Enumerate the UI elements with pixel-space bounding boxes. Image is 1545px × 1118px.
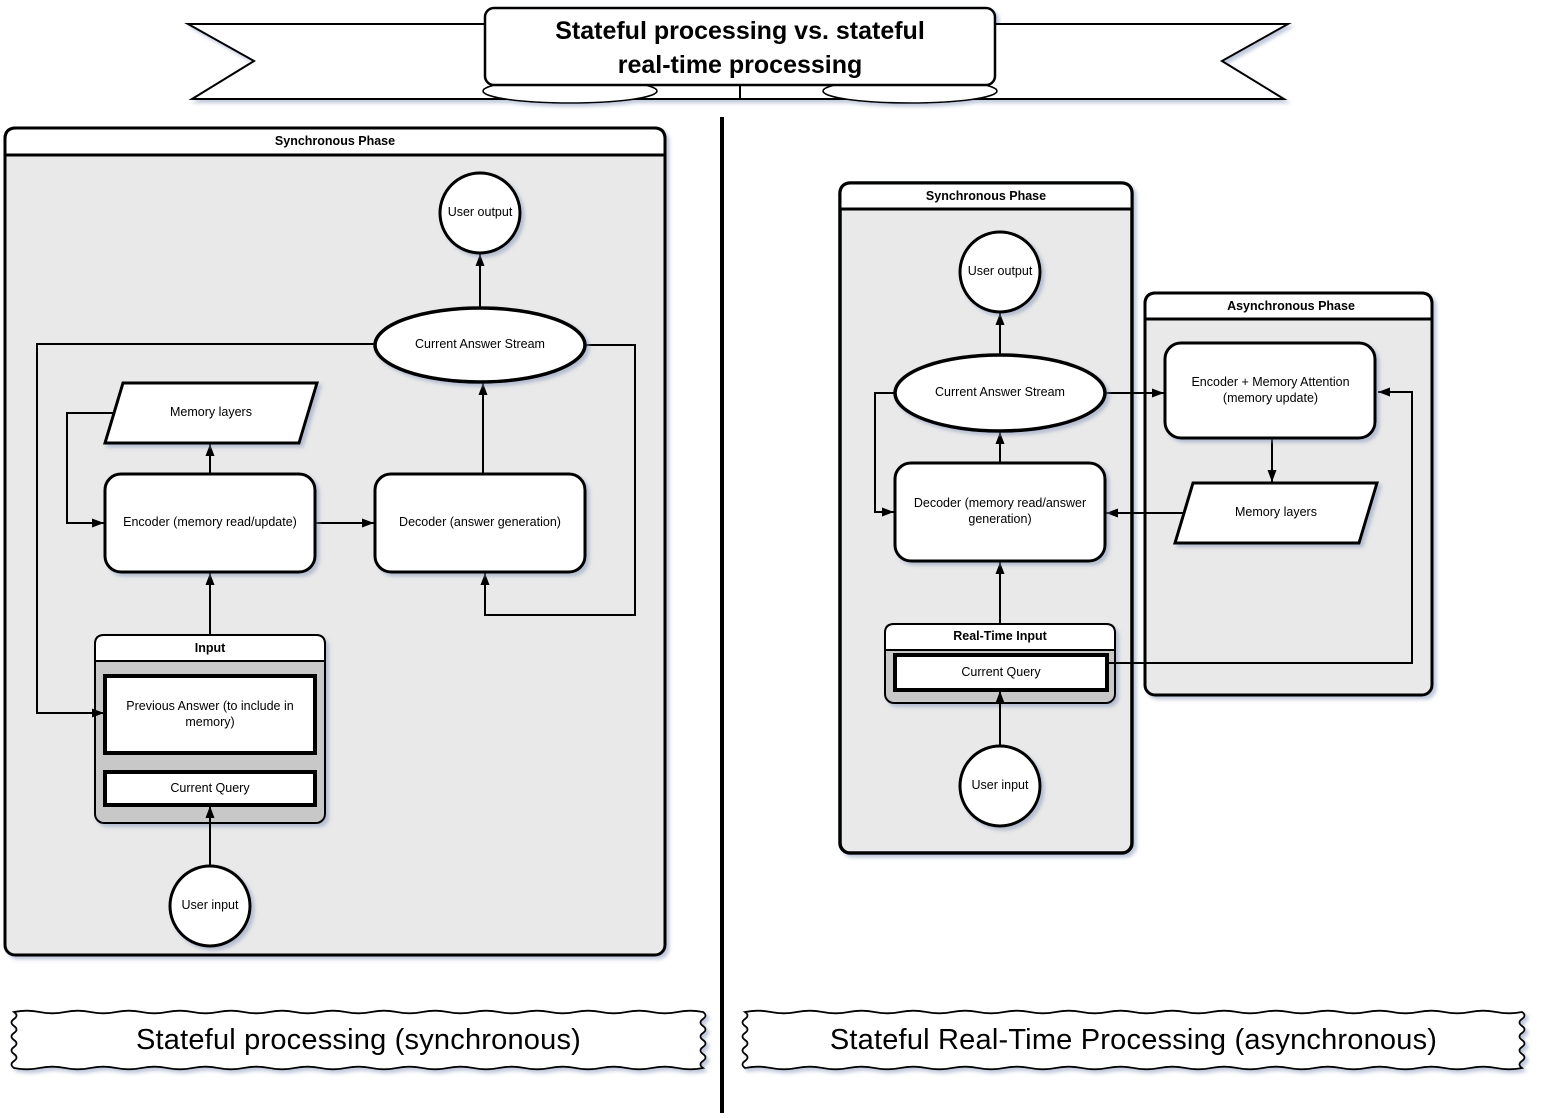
right-answer-stream-ellipse — [893, 353, 1107, 433]
left-caption-box — [10, 1009, 707, 1071]
left-input-header-bar — [94, 634, 326, 662]
left-user-output-circle — [438, 171, 522, 255]
left-answer-stream-ellipse — [373, 306, 587, 384]
right-caption-box — [741, 1009, 1526, 1071]
arrow-left-memory-to-encoder — [66, 412, 117, 528]
left-sync-header-bar — [3, 126, 667, 157]
right-sync-header-bar — [838, 181, 1134, 211]
right-decoder-box — [893, 461, 1107, 563]
right-user-output-circle — [958, 230, 1042, 314]
left-previous-answer-box — [103, 674, 317, 755]
left-encoder-box — [103, 472, 317, 574]
arrow-left-stream-to-prevanswer — [36, 343, 374, 718]
left-decoder-box — [373, 472, 587, 574]
banner-title-line1: Stateful processing vs. stateful — [555, 17, 925, 45]
arrow-left-stream-to-decoder-loop — [480, 344, 636, 616]
center-divider — [720, 117, 724, 1113]
left-current-query-box — [103, 770, 317, 807]
arrow-right-query-to-encmem-loop — [1108, 387, 1413, 664]
right-memory-layers-parallelogram — [1172, 481, 1380, 545]
right-encoder-memory-box — [1163, 341, 1377, 440]
left-connectors — [36, 254, 636, 865]
left-user-input-circle — [168, 864, 252, 948]
right-async-header-bar — [1143, 291, 1434, 321]
right-rti-header-bar — [884, 623, 1116, 651]
right-current-query-box — [893, 653, 1109, 692]
right-connectors — [874, 313, 1413, 745]
right-user-input-circle — [958, 744, 1042, 828]
left-memory-layers-parallelogram — [102, 381, 320, 445]
banner-title: Stateful processing vs. stateful real-ti… — [495, 10, 985, 86]
ribbon-title-box — [483, 6, 997, 87]
banner-title-line2: real-time processing — [617, 51, 863, 79]
arrow-right-stream-to-decoder-loop — [874, 392, 894, 517]
title-ribbon — [184, 6, 1292, 104]
